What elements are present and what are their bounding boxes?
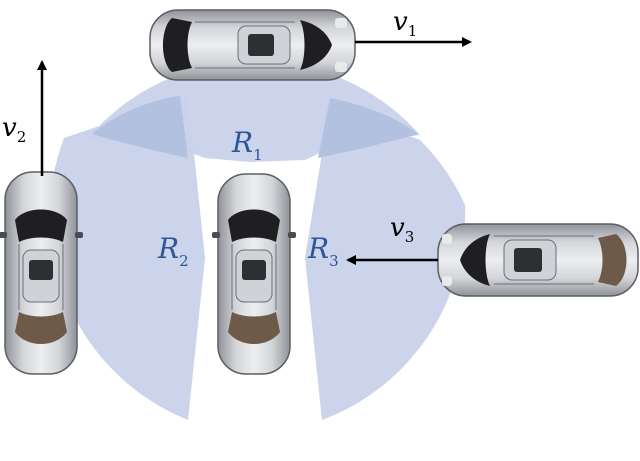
label-region-r2: R2 (157, 232, 189, 270)
car-top-view-icon (0, 171, 83, 375)
car-top-view-icon (437, 223, 639, 297)
region-overlap-right (318, 98, 418, 158)
label-region-r3: R3 (307, 232, 339, 270)
sensing-regions (49, 60, 466, 420)
car-top-view-icon (212, 173, 296, 375)
car-top-view-icon (149, 9, 356, 81)
label-v1: v1 (393, 7, 417, 40)
label-region-r1: R1 (231, 126, 263, 164)
region-r3-sector (305, 104, 466, 420)
region-r2-sector (49, 96, 205, 420)
label-v2: v2 (2, 113, 26, 146)
label-v3: v3 (390, 213, 414, 246)
region-overlap-left (92, 96, 188, 158)
